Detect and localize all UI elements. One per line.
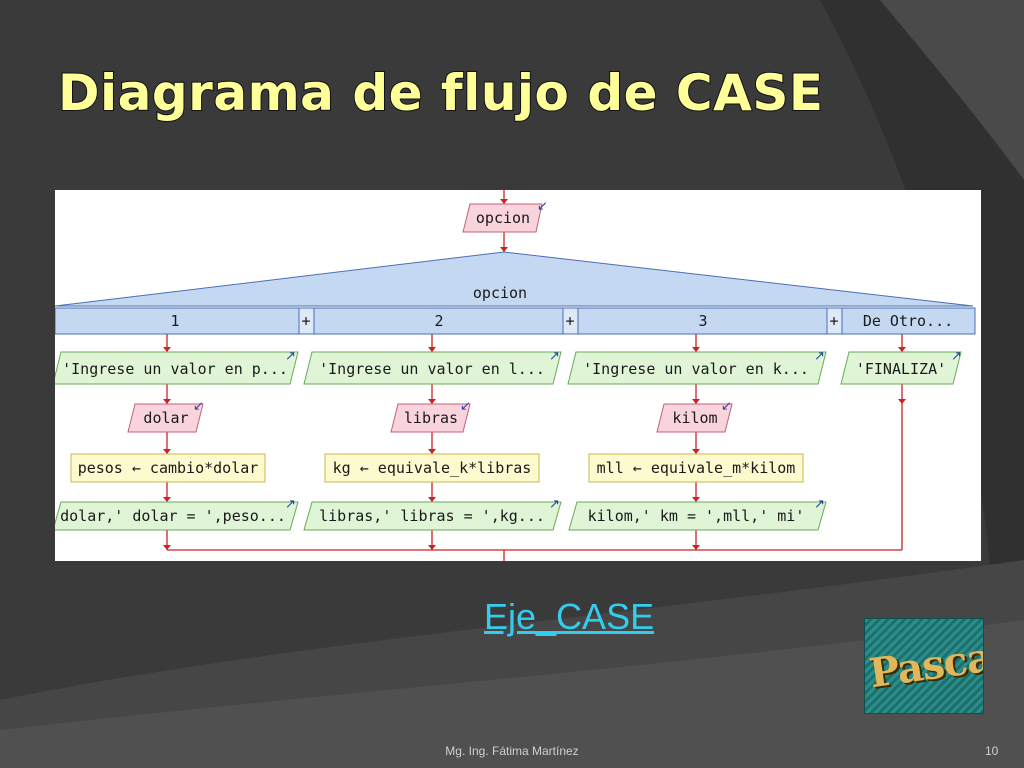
- branch-2-output: libras,' libras = ',kg...: [319, 507, 545, 525]
- write-arrow-icon: ↗: [814, 496, 825, 511]
- branch-3: 'Ingrese un valor en k... ↗ kilom ↙ mll …: [567, 348, 827, 531]
- plus-sign-3: +: [829, 312, 838, 330]
- selector-label: opcion: [473, 284, 527, 302]
- arrowheads: [163, 199, 906, 550]
- branch-1-assignment: pesos ← cambio*dolar: [78, 459, 259, 477]
- plus-sign-2: +: [565, 312, 574, 330]
- eje-case-link[interactable]: Eje_CASE: [484, 596, 655, 637]
- write-arrow-icon: ↗: [285, 496, 296, 511]
- write-arrow-icon: ↗: [951, 348, 962, 363]
- branch-default: 'FINALIZA' ↗: [840, 348, 962, 385]
- branch-default-output: 'FINALIZA': [856, 360, 946, 378]
- branch-3-prompt: 'Ingrese un valor en k...: [583, 360, 809, 378]
- branch-2-assignment: kg ← equivale_k*libras: [333, 459, 532, 477]
- write-arrow-icon: ↗: [549, 348, 560, 363]
- input-opcion-label: opcion: [476, 209, 530, 227]
- write-arrow-icon: ↗: [549, 496, 560, 511]
- page-number: 10: [985, 744, 999, 758]
- read-arrow-icon: ↙: [193, 398, 204, 413]
- branch-3-output: kilom,' km = ',mll,' mi': [588, 507, 805, 525]
- write-arrow-icon: ↗: [814, 348, 825, 363]
- branch-1-prompt: 'Ingrese un valor en p...: [62, 360, 288, 378]
- case-label-1: 1: [170, 312, 179, 330]
- pascal-logo: Pascal: [864, 618, 984, 714]
- slide-footer: Mg. Ing. Fátima Martínez: [445, 744, 579, 758]
- read-arrow-icon: ↙: [721, 398, 732, 413]
- branch-2-prompt: 'Ingrese un valor en l...: [319, 360, 545, 378]
- branch-1: 'Ingrese un valor en p... ↗ dolar ↙ peso…: [55, 348, 299, 531]
- slide-title: Diagrama de flujo de CASE: [57, 63, 824, 123]
- case-label-default: De Otro...: [863, 312, 953, 330]
- plus-sign-1: +: [301, 312, 310, 330]
- case-label-3: 3: [698, 312, 707, 330]
- branch-1-output: dolar,' dolar = ',peso...: [60, 507, 286, 525]
- branch-3-read-var: kilom: [672, 409, 717, 427]
- case-selector: opcion: [55, 251, 974, 307]
- read-arrow-icon: ↙: [537, 198, 548, 213]
- branch-1-read-var: dolar: [143, 409, 188, 427]
- write-arrow-icon: ↗: [285, 348, 296, 363]
- case-label-2: 2: [434, 312, 443, 330]
- branch-2: 'Ingrese un valor en l... ↗ libras ↙ kg …: [303, 348, 562, 531]
- case-header-row: 1 + 2 + 3 + De Otro...: [55, 307, 976, 335]
- input-opcion: opcion ↙: [462, 198, 548, 233]
- branch-3-assignment: mll ← equivale_m*kilom: [597, 459, 796, 477]
- read-arrow-icon: ↙: [460, 398, 471, 413]
- flowchart-diagram: opcion ↙ opcion 1 + 2 + 3 + De Otro... '…: [55, 190, 981, 561]
- branch-2-read-var: libras: [404, 409, 458, 427]
- pascal-logo-text: Pascal: [866, 631, 984, 698]
